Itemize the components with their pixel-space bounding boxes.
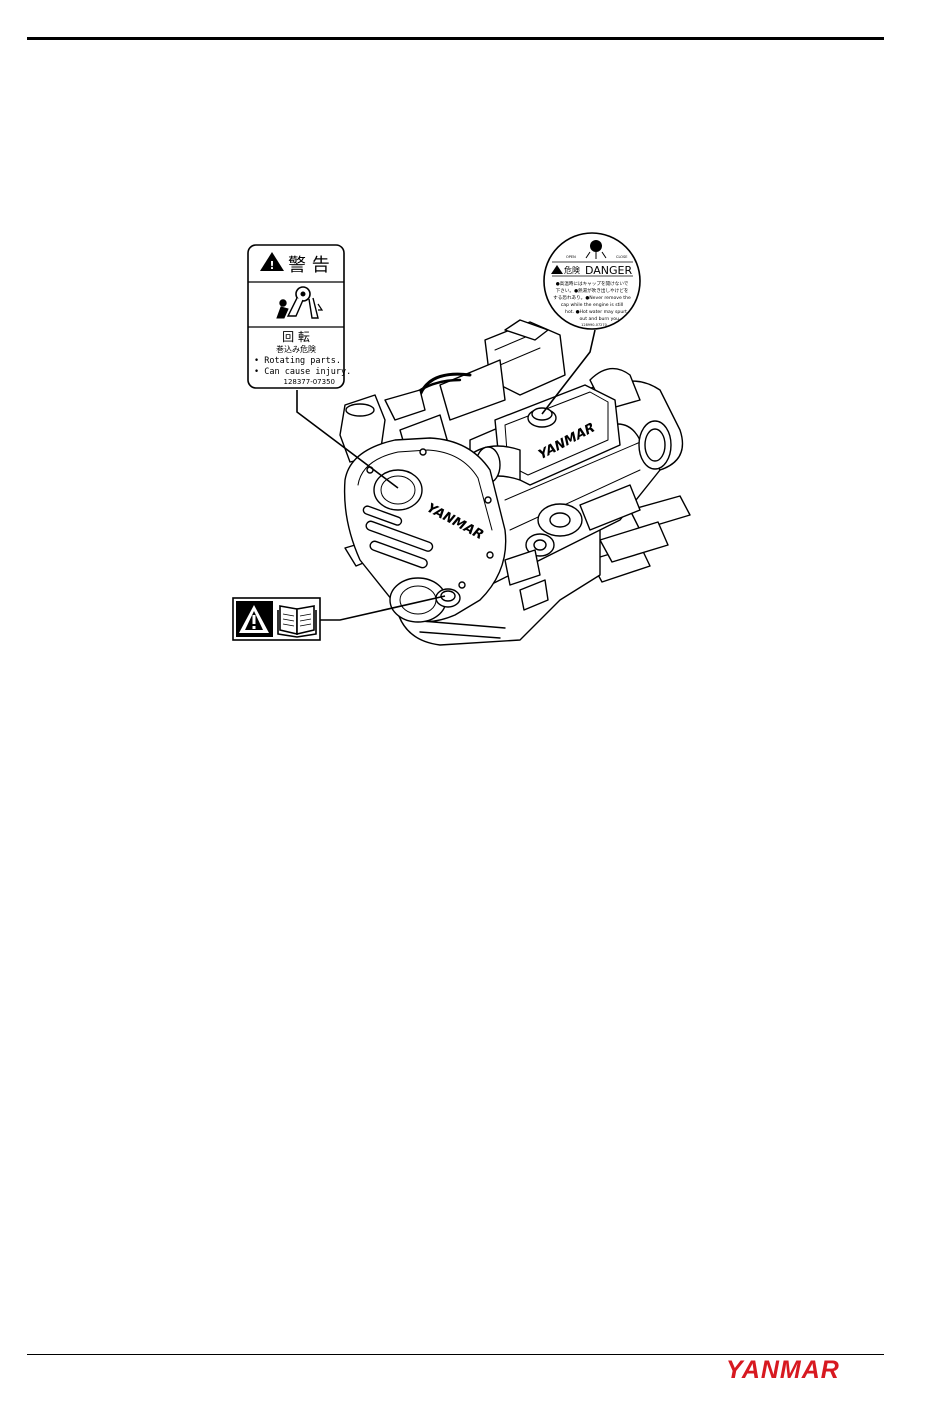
- danger-label: OPEN CLOSE 危険 DANGER ●高温時にはキャップを開けないで 下さ…: [544, 233, 640, 329]
- danger-text-ja-2: 下さい。●熱湯が吹き出しやけどを: [556, 287, 629, 294]
- danger-open: OPEN: [566, 255, 576, 259]
- warning-label: ! 警 告 回 転 巻込み危険 • Rotating parts. • Can …: [248, 245, 351, 388]
- footer-rule: [27, 1354, 884, 1355]
- engine-illustration: YANMAR YANMAR: [340, 320, 690, 645]
- read-manual-label: [233, 598, 320, 640]
- danger-close: CLOSE: [616, 255, 627, 259]
- warning-subtitle-ja: 回 転: [282, 330, 310, 344]
- danger-head-ja: 危険: [564, 265, 580, 275]
- warning-part-number: 128377-07350: [283, 378, 335, 386]
- danger-part-number: 128990-07270: [581, 323, 607, 327]
- danger-text-ja-1: ●高温時にはキャップを開けないで: [556, 280, 629, 287]
- danger-text-en-1: cap while the engine is still: [561, 302, 624, 308]
- warning-title-ja: 警 告: [288, 255, 330, 276]
- warning-note-ja: 巻込み危険: [276, 344, 316, 354]
- danger-text-ja-3: する恐れあり。●Never remove the: [553, 294, 631, 301]
- yanmar-logo: YANMAR: [726, 1356, 840, 1385]
- warning-exclaim: !: [269, 259, 274, 272]
- danger-text-en-2: hot. ●Hot water may spurt: [565, 309, 627, 315]
- danger-head-en: DANGER: [585, 264, 633, 277]
- warning-line-2: • Can cause injury.: [254, 367, 351, 377]
- danger-text-en-3: out and burn you.: [580, 316, 621, 322]
- warning-line-1: • Rotating parts.: [254, 356, 341, 366]
